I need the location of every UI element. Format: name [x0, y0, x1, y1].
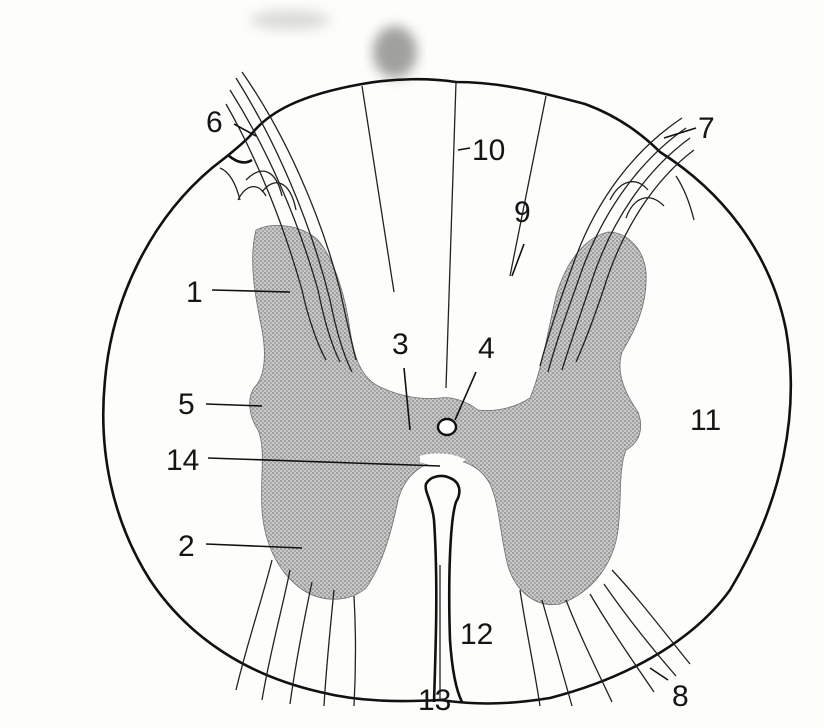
posterior-intermediate-septum-right	[510, 96, 546, 276]
posterior-intermediate-septum-left	[362, 86, 394, 292]
label-9: 9	[514, 196, 531, 229]
label-14: 14	[166, 444, 199, 477]
posterior-median-septum	[446, 82, 456, 388]
leader-8	[650, 668, 668, 680]
scan-smudge-2	[250, 10, 330, 30]
label-7: 7	[698, 112, 715, 145]
leader-7	[664, 128, 696, 138]
label-3: 3	[392, 328, 409, 361]
leader-6	[234, 124, 256, 136]
grey-matter	[250, 225, 647, 604]
label-12: 12	[460, 618, 493, 651]
label-1: 1	[186, 276, 203, 309]
anterior-median-fissure	[426, 476, 462, 702]
label-8: 8	[672, 680, 689, 713]
label-5: 5	[178, 388, 195, 421]
label-13: 13	[418, 684, 451, 717]
label-2: 2	[178, 530, 195, 563]
leader-10	[458, 148, 470, 150]
scan-smudge	[373, 26, 417, 78]
label-6: 6	[206, 106, 223, 139]
label-11: 11	[690, 404, 721, 437]
central-canal	[438, 419, 456, 435]
spinal-cord-outline	[103, 79, 791, 703]
label-4: 4	[478, 332, 495, 365]
label-10: 10	[472, 134, 505, 167]
dorsal-root-notch-left	[228, 155, 252, 162]
